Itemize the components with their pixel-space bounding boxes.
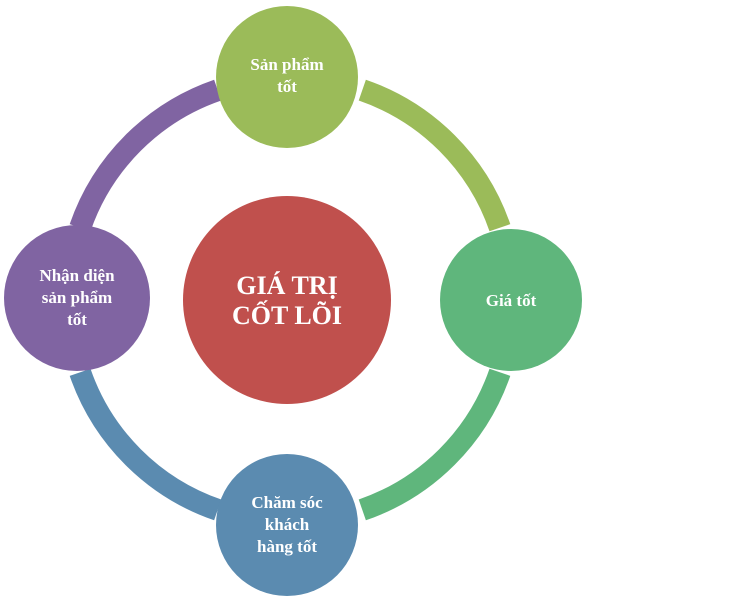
connector-ring (69, 79, 511, 521)
node-good-product-circle (216, 6, 358, 148)
node-product-recognition-circle (4, 225, 150, 371)
node-good-customer-care-circle (216, 454, 358, 596)
node-good-customer-care-label-line-1: Chăm sóc (251, 493, 323, 512)
center-label-line-1: GIÁ TRỊ (236, 271, 337, 300)
node-good-product-label-line-1: Sản phẩm (250, 55, 323, 74)
arc-top-right (358, 79, 511, 232)
node-product-recognition: Nhận diện sản phẩm tốt (4, 225, 150, 371)
center-node: GIÁ TRỊ CỐT LÕI (183, 196, 391, 404)
node-good-customer-care-label-line-3: hàng tốt (257, 537, 317, 556)
arc-right-bottom (358, 368, 511, 521)
node-good-price: Giá tốt (440, 229, 582, 371)
node-good-price-label-line-1: Giá tốt (486, 291, 537, 310)
node-good-customer-care: Chăm sóc khách hàng tốt (216, 454, 358, 596)
arc-left-top (69, 79, 222, 232)
node-good-price-circle (440, 229, 582, 371)
node-product-recognition-label-line-3: tốt (67, 310, 87, 329)
arc-bottom-left (69, 368, 222, 521)
center-circle (183, 196, 391, 404)
center-label-line-2: CỐT LÕI (232, 301, 342, 330)
node-good-product: Sản phẩm tốt (216, 6, 358, 148)
node-product-recognition-label-line-2: sản phẩm (42, 288, 112, 307)
node-good-product-label-line-2: tốt (277, 77, 297, 96)
node-product-recognition-label-line-1: Nhận diện (39, 266, 115, 285)
node-good-customer-care-label-line-2: khách (265, 515, 310, 534)
